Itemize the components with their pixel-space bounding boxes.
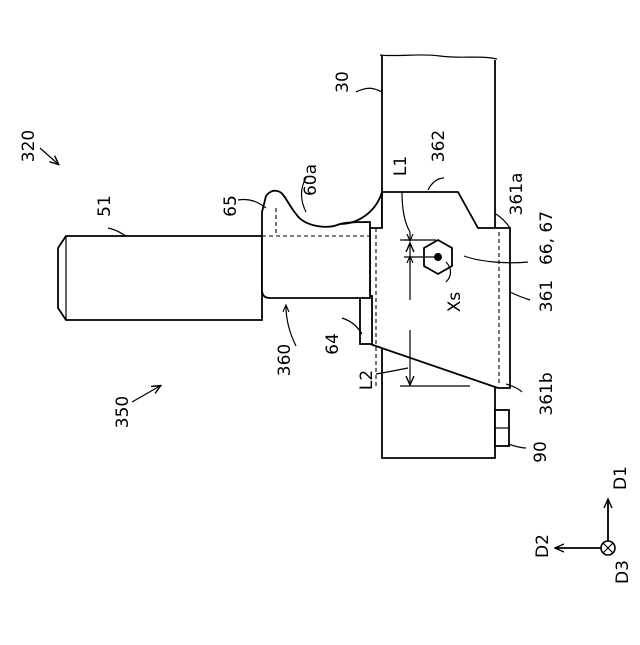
label-361b: 361b xyxy=(537,372,557,415)
label-D2: D2 xyxy=(533,534,553,558)
label-30: 30 xyxy=(333,71,353,93)
label-60a: 60a xyxy=(301,164,321,196)
label-362: 362 xyxy=(429,130,449,162)
label-Xs: Xs xyxy=(445,292,465,313)
label-361: 361 xyxy=(537,280,557,312)
label-66-67: 66, 67 xyxy=(537,211,557,265)
direction-axes xyxy=(556,500,615,555)
label-361a: 361a xyxy=(507,173,527,216)
shaft-51 xyxy=(58,236,262,320)
label-L1: L1 xyxy=(391,156,411,176)
holder-361 xyxy=(370,192,510,388)
label-D3: D3 xyxy=(613,560,633,584)
label-350: 350 xyxy=(113,396,133,428)
label-L2: L2 xyxy=(357,370,377,390)
label-360: 360 xyxy=(275,344,295,376)
label-320: 320 xyxy=(19,130,39,162)
label-51: 51 xyxy=(95,195,115,217)
arm-360 xyxy=(262,191,370,298)
label-90: 90 xyxy=(531,441,551,463)
label-64: 64 xyxy=(323,333,343,355)
part-64 xyxy=(360,296,372,344)
recess-edge xyxy=(340,192,382,224)
label-D1: D1 xyxy=(611,466,631,490)
label-65: 65 xyxy=(221,195,241,217)
